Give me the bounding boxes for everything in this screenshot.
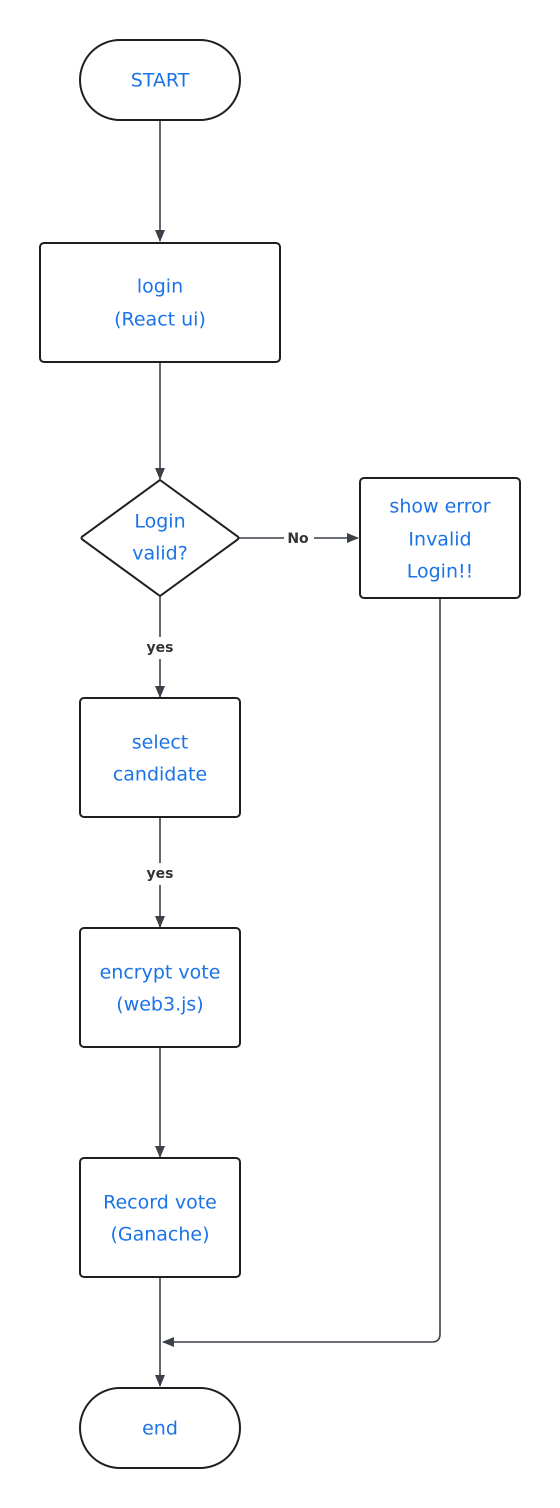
node-encrypt-vote-label-line1: encrypt vote (100, 962, 221, 984)
node-show-error-label-line2: Invalid (408, 529, 471, 551)
node-encrypt-vote: encrypt vote (web3.js) (79, 927, 241, 1048)
edge-label-yes-decision: yes (147, 640, 174, 656)
node-show-error: show error Invalid Login!! (359, 477, 521, 599)
edge-label-yes-select: yes (147, 866, 174, 882)
node-login-valid-decision: Login valid? (80, 478, 240, 598)
node-encrypt-vote-label-line2: (web3.js) (116, 994, 203, 1016)
node-login-label-line1: login (137, 276, 183, 298)
connector-error-to-merge (162, 599, 441, 1347)
node-login: login (React ui) (39, 242, 281, 363)
node-select-candidate-label-line2: candidate (113, 764, 207, 786)
node-login-valid-label-line2: valid? (132, 543, 188, 565)
node-end: end (79, 1387, 241, 1469)
node-end-label: end (142, 1418, 178, 1440)
node-login-label-line2: (React ui) (114, 309, 206, 331)
node-login-valid-label-line1: Login (134, 511, 185, 533)
node-record-vote: Record vote (Ganache) (79, 1157, 241, 1278)
node-show-error-label-line1: show error (389, 496, 490, 518)
edge-labels: No yes yes (140, 528, 314, 885)
edge-label-no: No (287, 531, 309, 547)
node-record-vote-label-line1: Record vote (103, 1192, 217, 1214)
node-select-candidate-label-line1: select (132, 732, 188, 754)
node-start: START (79, 39, 241, 121)
node-show-error-label-line3: Login!! (407, 561, 474, 583)
node-select-candidate: select candidate (79, 697, 241, 818)
node-record-vote-label-line2: (Ganache) (110, 1224, 209, 1246)
node-start-label: START (131, 70, 190, 92)
